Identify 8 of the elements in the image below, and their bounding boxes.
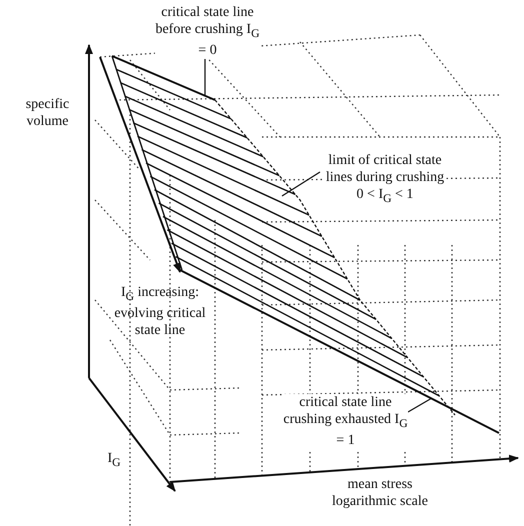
axis-label: I$_{G}$ (106, 450, 122, 471)
callout-text: critical state line crushing exhausted I$_{G}$ = 1 (283, 394, 408, 449)
leader-line (408, 397, 432, 413)
callout-text: critical state line before crushing I$_{G}$ = 0 (155, 4, 260, 59)
leader-line (282, 172, 320, 196)
axis-label: mean stress logarithmic scale (330, 476, 430, 510)
axis-label: specific volume (24, 96, 70, 130)
annotation-text: I$_{G}$ increasing: evolving critical state line (113, 284, 207, 339)
